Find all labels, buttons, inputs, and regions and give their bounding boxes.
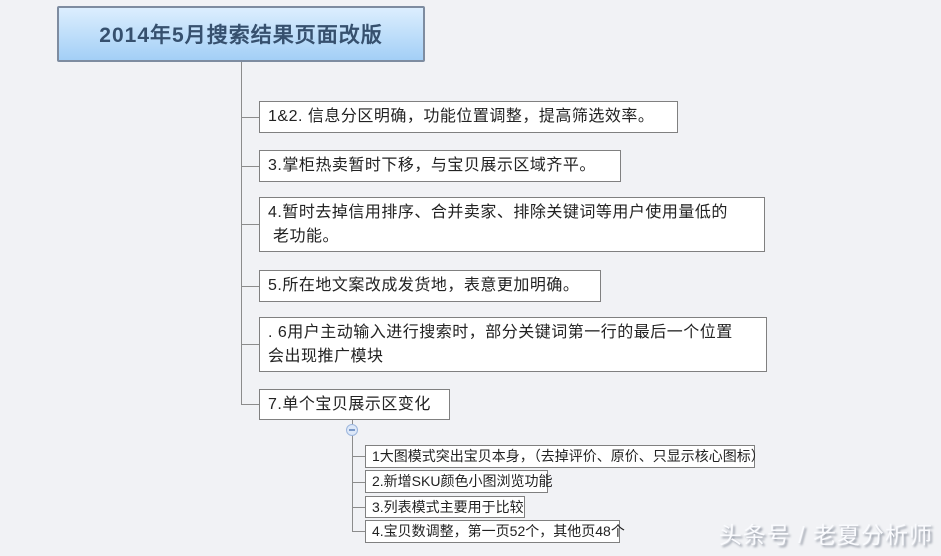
topic-label-line-1: 4.暂时去掉信用排序、合并卖家、排除关键词等用户使用量低的: [268, 203, 728, 221]
subtopic-item-count-adjust[interactable]: 4.宝贝数调整，第一页52个，其他页48个: [365, 520, 625, 543]
subtopic-label: 4.宝贝数调整，第一页52个，其他页48个: [372, 523, 625, 539]
connector-branch-6: [241, 404, 259, 405]
topic-label-line-2: 会出现推广模块: [268, 347, 384, 365]
topic-location-label-renamed[interactable]: 5.所在地文案改成发货地，表意更加明确。: [259, 270, 601, 302]
collapse-icon[interactable]: [346, 424, 358, 436]
topic-label: 5.所在地文案改成发货地，表意更加明确。: [268, 277, 580, 294]
subtopic-label: 1大图模式突出宝贝本身，（去掉评价、原价、只显示核心图标）: [372, 448, 765, 464]
connector-branch-3: [241, 224, 259, 225]
minus-icon: [349, 429, 355, 431]
topic-label-line-2: 老功能。: [268, 227, 339, 245]
topic-info-zoning[interactable]: 1&2. 信息分区明确，功能位置调整，提高筛选效率。: [259, 101, 678, 133]
topic-label: 1&2. 信息分区明确，功能位置调整，提高筛选效率。: [268, 108, 655, 125]
root-topic-label: 2014年5月搜索结果页面改版: [99, 24, 383, 47]
connector-branch-2: [241, 166, 259, 167]
subtopic-list-mode-compare[interactable]: 3.列表模式主要用于比较: [365, 496, 525, 518]
watermark-text: 头条号 / 老夏分析师: [718, 522, 933, 548]
subtopic-label: 2.新增SKU颜色小图浏览功能: [372, 473, 553, 489]
connector-branch-4: [241, 286, 259, 287]
topic-label: 3.掌柜热卖暂时下移，与宝贝展示区域齐平。: [268, 157, 596, 174]
subtopic-label: 3.列表模式主要用于比较: [372, 498, 524, 515]
connector-subbranch-3: [352, 507, 365, 508]
subtopic-sku-color-thumbnails[interactable]: 2.新增SKU颜色小图浏览功能: [365, 470, 552, 493]
topic-item-display-changes[interactable]: 7.单个宝贝展示区变化: [259, 389, 450, 420]
connector-trunk: [241, 62, 242, 405]
connector-subtrunk: [352, 420, 353, 531]
topic-hot-sale-moved-down[interactable]: 3.掌柜热卖暂时下移，与宝贝展示区域齐平。: [259, 150, 621, 182]
root-topic[interactable]: 2014年5月搜索结果页面改版: [57, 6, 425, 62]
topic-label-line-1: . 6用户主动输入进行搜索时，部分关键词第一行的最后一个位置: [268, 323, 733, 341]
connector-branch-5: [241, 344, 259, 345]
topic-label: 7.单个宝贝展示区变化: [268, 395, 431, 413]
connector-subbranch-4: [352, 531, 365, 532]
topic-remove-old-features[interactable]: 4.暂时去掉信用排序、合并卖家、排除关键词等用户使用量低的 老功能。: [259, 197, 765, 252]
topic-promo-module[interactable]: . 6用户主动输入进行搜索时，部分关键词第一行的最后一个位置 会出现推广模块: [259, 317, 767, 372]
connector-branch-1: [241, 117, 259, 118]
connector-subbranch-2: [352, 482, 365, 483]
subtopic-big-image-mode[interactable]: 1大图模式突出宝贝本身，（去掉评价、原价、只显示核心图标）: [365, 445, 765, 468]
connector-subbranch-1: [352, 456, 365, 457]
